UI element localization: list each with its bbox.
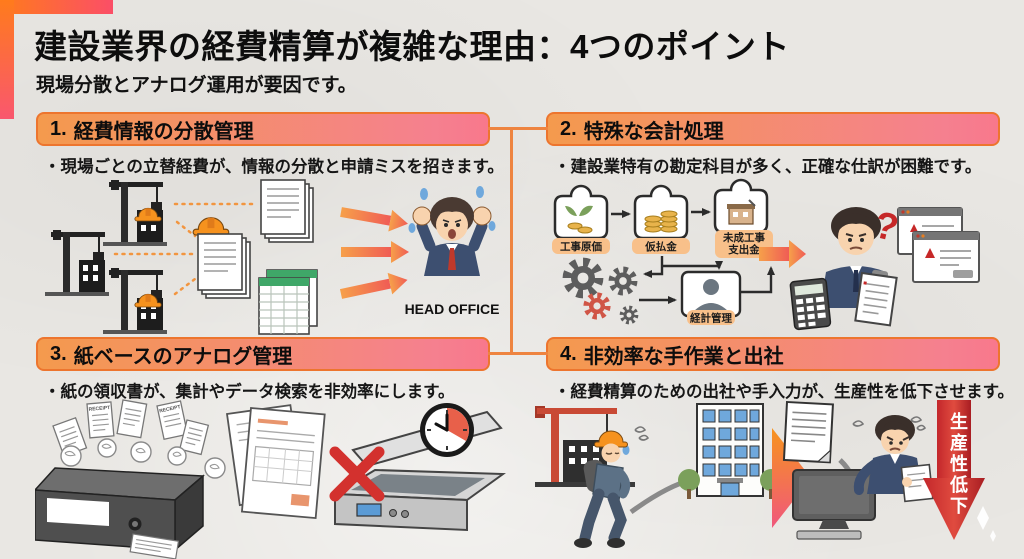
cross-mark-icon bbox=[329, 446, 385, 502]
section-1-header: 1. 経費情報の分散管理 bbox=[36, 112, 490, 146]
section-4-number: 4. bbox=[560, 342, 577, 365]
flow-arrow-icon bbox=[340, 207, 408, 232]
flow-connector bbox=[741, 266, 775, 294]
gears-icon bbox=[567, 262, 636, 322]
sparkle-icon bbox=[977, 506, 989, 530]
section-3-number: 3. bbox=[50, 342, 67, 365]
connector-line-horizontal-bottom bbox=[488, 352, 548, 355]
tired-worker-illustration bbox=[574, 426, 650, 548]
section-3-header: 3. 紙ベースのアナログ管理 bbox=[36, 337, 490, 371]
section-3-bullet: ・紙の領収書が、集計やデータ検索を非効率にします。 bbox=[44, 383, 455, 401]
transition-arrow-icon bbox=[772, 428, 811, 528]
flow-arrow-icon bbox=[759, 240, 806, 268]
section-4-title: 非効率な手作業と出社 bbox=[583, 345, 784, 368]
node-label-cip-line1: 未成工事 bbox=[722, 231, 765, 244]
office-building-icon bbox=[678, 403, 782, 499]
node-label-advance-payment: 仮払金 bbox=[644, 240, 677, 253]
flow-connector bbox=[643, 256, 664, 278]
productivity-drop-arrow bbox=[923, 400, 996, 542]
connector-line-horizontal-top bbox=[488, 127, 548, 130]
puzzle-node-cip bbox=[713, 178, 769, 234]
clock-icon bbox=[420, 403, 474, 457]
document-icon bbox=[782, 400, 834, 464]
illustration-special-accounting: 工事原価 仮払金 未成工事 支出金 経計管理 bbox=[552, 178, 980, 331]
node-label-pill bbox=[715, 230, 773, 258]
section-1-bullet: ・現場ごとの立替経費が、情報の分散と申請ミスを招きます。 bbox=[44, 158, 504, 176]
section-2-title: 特殊な会計処理 bbox=[583, 120, 724, 143]
frustrated-office-worker-illustration bbox=[852, 415, 934, 503]
sparkle-icon bbox=[990, 530, 996, 542]
stressed-worker-illustration: HEAD OFFICE bbox=[405, 186, 500, 317]
documents-stack-icon bbox=[260, 179, 314, 243]
invoice-documents-icon bbox=[225, 404, 326, 520]
illustration-paper-analog: RECEIPT RECEIPT bbox=[35, 399, 506, 559]
section-1-number: 1. bbox=[50, 117, 67, 140]
node-label-cip-line2: 支出金 bbox=[727, 243, 760, 256]
hard-hat-icon bbox=[192, 217, 230, 236]
construction-site-icon-top bbox=[102, 179, 168, 247]
crumple-lines bbox=[64, 443, 220, 470]
page-subtitle: 現場分散とアナログ運用が要因です。 bbox=[36, 75, 357, 96]
section-3-title: 紙ベースのアナログ管理 bbox=[73, 345, 293, 368]
corner-accent-top bbox=[0, 0, 113, 14]
page-title: 建設業界の経費精算が複雑な理由：4つのポイント bbox=[34, 28, 790, 65]
calculator-icon bbox=[789, 277, 832, 331]
receipt-title: RECEIPT bbox=[159, 404, 181, 414]
clipboard-document-icon bbox=[854, 269, 898, 327]
node-label-pill bbox=[632, 238, 690, 254]
construction-site-icon-left bbox=[44, 229, 110, 297]
binder-icon bbox=[35, 467, 205, 559]
section-2-number: 2. bbox=[560, 117, 577, 140]
node-label-pill bbox=[687, 310, 735, 325]
node-label-construction-cost: 工事原価 bbox=[560, 240, 602, 253]
corner-accent-left bbox=[0, 0, 14, 119]
spreadsheet-icon bbox=[258, 269, 318, 335]
computer-desk-icon bbox=[792, 469, 876, 540]
section-2-header: 2. 特殊な会計処理 bbox=[546, 112, 1000, 146]
productivity-drop-label: 生産性低下 bbox=[948, 412, 968, 517]
browser-window-alert-icon bbox=[912, 231, 980, 283]
dotted-connectors bbox=[113, 202, 259, 296]
flow-arrow-icon bbox=[341, 241, 409, 263]
puzzle-node-advance-payment bbox=[633, 184, 689, 240]
flow-arrow-icon bbox=[339, 272, 408, 299]
flow-connector bbox=[662, 261, 723, 270]
accounting-badge-icon: 経計管理 bbox=[680, 270, 742, 325]
node-label-pill bbox=[552, 238, 610, 254]
receipt-title: RECEIPT bbox=[88, 405, 110, 413]
connector-line-vertical bbox=[510, 127, 513, 355]
illustration-dispersed-expenses: HEAD OFFICE bbox=[44, 179, 500, 335]
section-4-bullet: ・経費精算のための出社や手入力が、生産性を低下させます。 bbox=[554, 383, 1015, 401]
section-2-bullet: ・建設業特有の勘定科目が多く、正確な仕訳が困難です。 bbox=[554, 158, 982, 176]
section-1-title: 経費情報の分散管理 bbox=[73, 120, 254, 143]
crumpled-receipts-icon: RECEIPT RECEIPT bbox=[52, 399, 226, 479]
node-label-accounting: 経計管理 bbox=[690, 312, 732, 325]
puzzle-node-construction-cost bbox=[553, 184, 609, 240]
head-office-label: HEAD OFFICE bbox=[405, 301, 500, 317]
documents-stack-icon bbox=[197, 233, 251, 299]
section-4-header: 4. 非効率な手作業と出社 bbox=[546, 337, 1000, 371]
illustration-manual-commute bbox=[535, 400, 996, 548]
